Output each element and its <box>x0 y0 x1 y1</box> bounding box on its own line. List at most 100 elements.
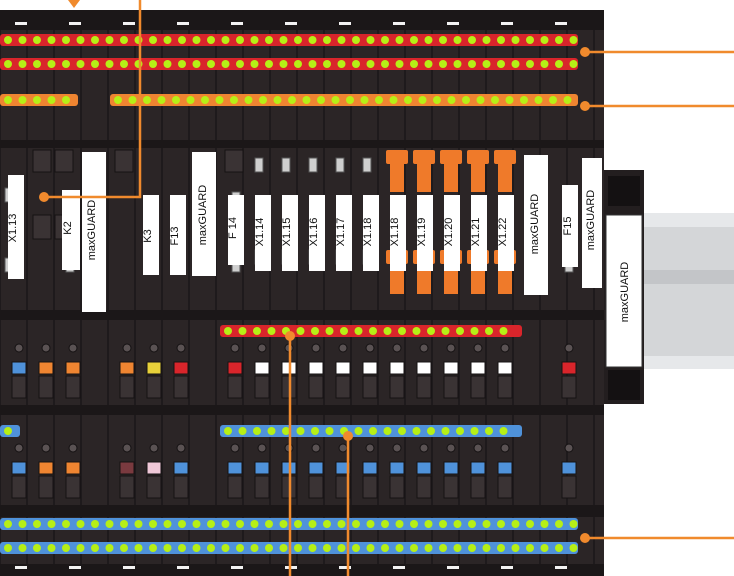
green-dot-icon <box>253 427 261 435</box>
green-dot-icon <box>453 60 462 68</box>
green-dot-icon <box>352 544 360 552</box>
green-dot-icon <box>424 36 433 44</box>
label-plate <box>444 195 460 271</box>
conductor-entry <box>497 475 513 499</box>
green-dot-icon <box>192 60 201 68</box>
conductor-slot <box>173 361 189 375</box>
green-dot-icon <box>273 96 282 104</box>
orange-lever <box>498 264 512 294</box>
green-dot-icon <box>447 96 456 104</box>
green-dot-icon <box>4 520 12 528</box>
conductor-entry <box>416 375 432 399</box>
label-plate <box>336 195 352 271</box>
green-dot-icon <box>549 96 557 104</box>
conductor-slot <box>308 461 324 475</box>
green-dot-icon <box>62 36 70 44</box>
bottom-marker <box>177 566 189 569</box>
green-dot-icon <box>499 427 508 435</box>
label-x1-18-a: X1.18 <box>362 218 374 247</box>
label-plate <box>170 195 186 275</box>
top-marker <box>447 22 459 25</box>
label-plate <box>390 195 406 271</box>
green-dot-icon <box>441 327 450 335</box>
green-dot-icon <box>163 544 172 552</box>
label-plate <box>228 195 244 265</box>
green-dot-icon <box>4 544 12 552</box>
green-dot-icon <box>18 544 27 552</box>
green-dot-icon <box>511 36 520 44</box>
green-dot-icon <box>383 427 392 435</box>
green-dot-icon <box>337 520 346 528</box>
green-dot-icon <box>18 60 27 68</box>
top-marker <box>231 22 243 25</box>
conductor-slot <box>561 361 577 375</box>
green-dot-icon <box>441 427 450 435</box>
conductor-slot <box>389 361 405 375</box>
label-maxguard-1: maxGUARD <box>86 200 98 261</box>
housing-window <box>54 149 74 173</box>
green-dot-icon <box>526 60 534 68</box>
label-plate <box>62 190 80 270</box>
conductor-entry <box>335 475 351 499</box>
orange-dot-icon <box>580 101 590 111</box>
green-dot-icon <box>33 544 41 552</box>
conductor-slot <box>561 461 577 475</box>
conductor-entry <box>146 475 162 499</box>
housing-band <box>0 564 604 576</box>
conductor-slot <box>335 361 351 375</box>
conductor-slot <box>38 461 54 475</box>
conductor-slot <box>38 361 54 375</box>
green-dot-icon <box>265 520 273 528</box>
green-dot-icon <box>294 520 302 528</box>
green-dot-icon <box>250 36 259 44</box>
conductor-entry <box>362 475 378 499</box>
green-dot-icon <box>47 96 56 104</box>
green-dot-icon <box>439 520 447 528</box>
top-marker <box>69 22 81 25</box>
orange-lever <box>471 164 485 192</box>
green-dot-icon <box>294 36 302 44</box>
label-plate <box>471 195 487 271</box>
label-plate <box>498 195 514 271</box>
conductor-slot <box>470 461 486 475</box>
green-dot-icon <box>511 60 520 68</box>
green-dot-icon <box>62 544 70 552</box>
green-dot-icon <box>569 60 578 68</box>
screw-head <box>564 443 574 453</box>
green-dot-icon <box>311 327 319 335</box>
green-dot-icon <box>395 544 404 552</box>
green-dot-icon <box>120 36 128 44</box>
top-marker <box>339 22 351 25</box>
green-dot-icon <box>323 544 331 552</box>
green-dot-icon <box>505 96 514 104</box>
green-dot-icon <box>482 520 491 528</box>
green-dot-icon <box>375 96 383 104</box>
conductor-slot <box>416 461 432 475</box>
green-dot-icon <box>18 36 27 44</box>
green-dot-icon <box>462 96 470 104</box>
conductor-entry <box>173 375 189 399</box>
green-dot-icon <box>201 96 209 104</box>
green-dot-icon <box>172 96 180 104</box>
green-dot-icon <box>265 36 273 44</box>
green-dot-icon <box>381 36 389 44</box>
green-dot-icon <box>555 36 563 44</box>
conductor-entry <box>335 375 351 399</box>
conductor-entry <box>561 375 577 399</box>
conductor-slot <box>443 461 459 475</box>
green-dot-icon <box>296 327 305 335</box>
green-dot-icon <box>178 544 186 552</box>
callout-label-module <box>44 0 142 199</box>
conductor-entry <box>38 375 54 399</box>
green-dot-icon <box>76 544 85 552</box>
screw-head <box>257 343 267 353</box>
conductor-slot <box>173 461 189 475</box>
orange-lever <box>494 150 516 164</box>
orange-lever <box>417 164 431 192</box>
screw-head <box>176 343 186 353</box>
green-dot-icon <box>288 96 296 104</box>
green-dot-icon <box>337 544 346 552</box>
conductor-entry <box>227 475 243 499</box>
green-dot-icon <box>221 60 230 68</box>
